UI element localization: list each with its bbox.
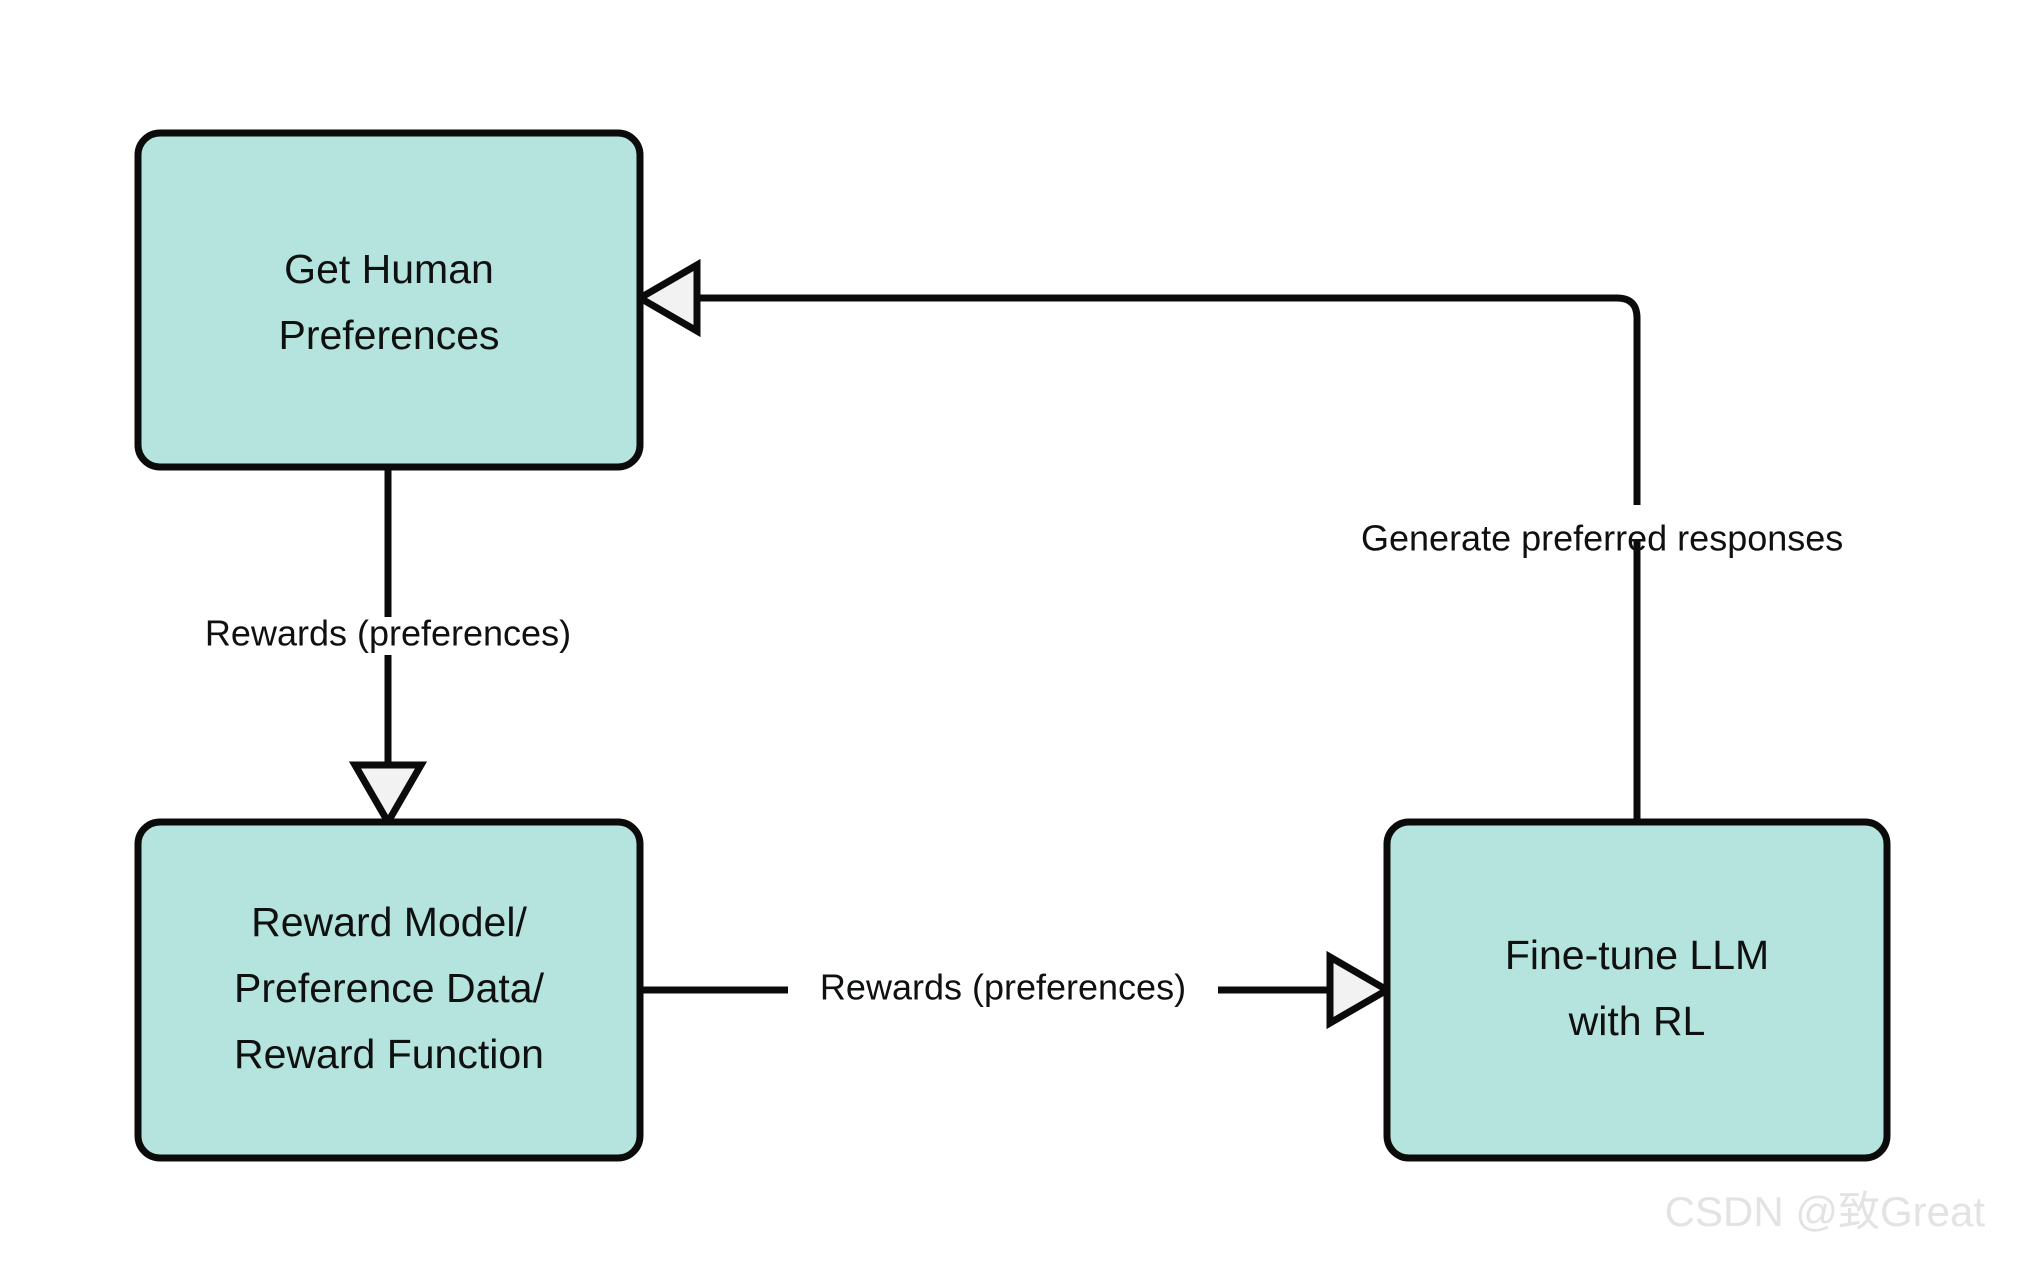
edge-reward-model-to-fine-tune: Rewards (preferences) (640, 950, 1394, 1030)
edge-preferences-to-reward-model: Rewards (preferences) (205, 467, 571, 829)
node-get-human-preferences[interactable]: Get Human Preferences (134, 129, 644, 471)
watermark-label: CSDN @致Great (1665, 1188, 1986, 1235)
node-reward-model[interactable]: Reward Model/ Preference Data/ Reward Fu… (134, 818, 644, 1162)
node-label-fine-tune-llm-line2: with RL (1568, 998, 1706, 1044)
arrowhead-left-icon (633, 258, 701, 338)
node-label-reward-model-line3: Reward Function (234, 1031, 544, 1077)
node-box-reward-model[interactable] (134, 818, 644, 1162)
node-label-get-human-preferences-line1: Get Human (284, 246, 494, 292)
node-box-get-human-preferences[interactable] (134, 129, 644, 471)
edge-label-rewards-preferences-horizontal: Rewards (preferences) (820, 967, 1186, 1008)
arrowhead-down-icon (348, 761, 428, 829)
node-label-get-human-preferences-line2: Preferences (278, 312, 499, 358)
arrowhead-right-icon (1326, 950, 1394, 1030)
node-label-fine-tune-llm-line1: Fine-tune LLM (1505, 932, 1769, 978)
node-label-reward-model-line1: Reward Model/ (251, 899, 527, 945)
edge-path-return-loop-upper (690, 294, 1641, 505)
node-box-fine-tune-llm[interactable] (1383, 818, 1891, 1162)
edge-fine-tune-to-preferences: Generate preferred responses (633, 258, 1843, 822)
node-fine-tune-llm[interactable]: Fine-tune LLM with RL (1383, 818, 1891, 1162)
node-label-reward-model-line2: Preference Data/ (234, 965, 545, 1011)
edge-label-generate-preferred-responses: Generate preferred responses (1361, 518, 1843, 559)
edge-label-rewards-preferences-vertical: Rewards (preferences) (205, 613, 571, 654)
